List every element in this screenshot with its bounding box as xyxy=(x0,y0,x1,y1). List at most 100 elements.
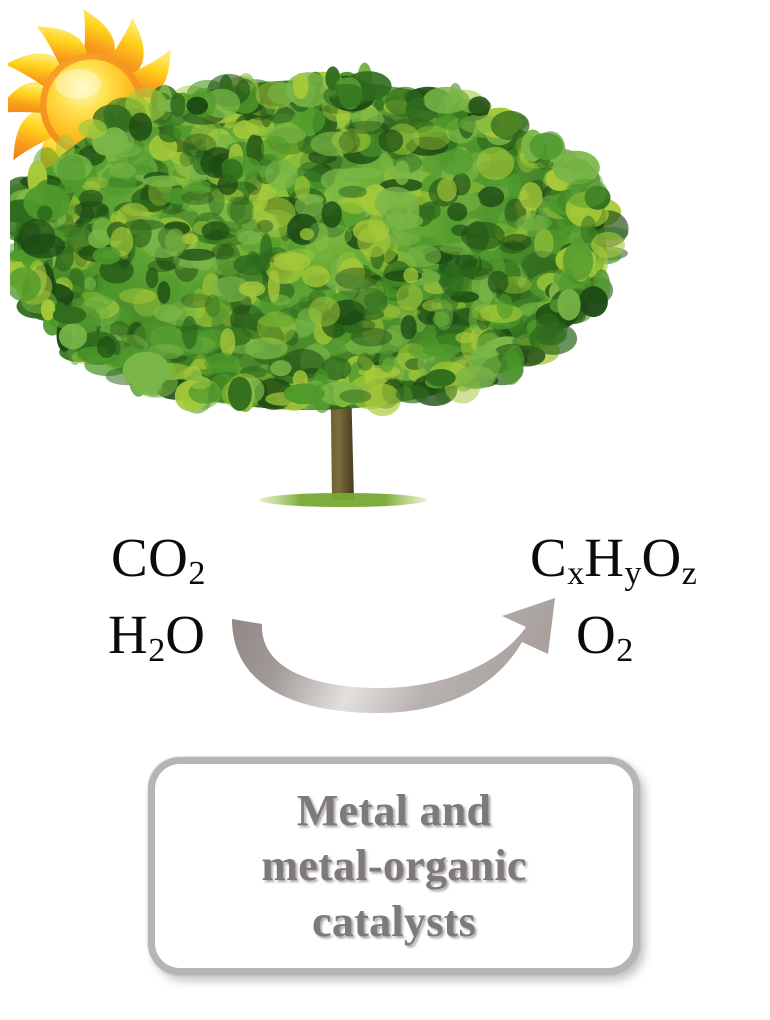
leaf-cluster xyxy=(237,230,262,245)
leaf-cluster-edge xyxy=(578,286,608,318)
leaf-cluster xyxy=(210,276,252,303)
leaf-cluster-edge xyxy=(385,86,425,117)
leaf-cluster xyxy=(190,121,219,151)
leaf-cluster xyxy=(487,270,509,294)
leaf-cluster xyxy=(261,135,290,162)
leaf-cluster-edge xyxy=(58,323,88,350)
leaf-cluster-edge xyxy=(591,231,625,259)
leaf-cluster xyxy=(260,233,273,266)
leaf-cluster xyxy=(58,226,91,240)
leaf-cluster xyxy=(514,214,552,232)
leaf-cluster xyxy=(447,202,468,222)
leaf-cluster xyxy=(166,301,199,321)
leaf-cluster xyxy=(211,244,235,260)
leaf-cluster-edge xyxy=(364,383,401,417)
leaf-cluster xyxy=(344,120,389,135)
leaf-cluster xyxy=(343,322,364,334)
leaf-cluster-edge xyxy=(128,112,153,141)
co2-subscript: 2 xyxy=(188,555,206,593)
leaf-cluster xyxy=(357,352,374,371)
leaf-cluster xyxy=(300,243,335,263)
leaf-cluster xyxy=(165,228,186,257)
leaf-cluster xyxy=(374,186,416,219)
leaf-cluster xyxy=(321,356,352,381)
sun-ray xyxy=(8,82,49,114)
leaf-cluster xyxy=(460,221,505,250)
leaf-cluster xyxy=(406,245,442,267)
leaf-cluster xyxy=(173,123,186,141)
leaf-cluster xyxy=(400,315,417,340)
leaf-cluster-edge xyxy=(170,92,186,117)
leaf-cluster xyxy=(145,267,159,289)
leaf-cluster-edge xyxy=(562,242,594,281)
leaf-cluster-edge xyxy=(529,322,578,355)
leaf-cluster xyxy=(361,313,384,345)
leaf-cluster xyxy=(129,219,152,248)
leaf-cluster xyxy=(324,273,365,291)
leaf-cluster xyxy=(378,350,395,373)
catalyst-box-text: Metal and metal-organic catalysts xyxy=(247,783,540,949)
o2-base: O xyxy=(576,604,617,665)
cxhyoz-z: z xyxy=(681,555,697,593)
label-o2: O2 xyxy=(576,607,633,671)
leaf-cluster xyxy=(450,291,480,303)
leaf-cluster xyxy=(338,131,361,153)
leaf-cluster-edge xyxy=(97,336,116,358)
leaf-cluster-edge xyxy=(186,96,208,115)
leaf-cluster xyxy=(378,129,404,153)
leaf-cluster xyxy=(434,299,454,331)
cxhyoz-h: H xyxy=(584,527,625,588)
leaf-cluster xyxy=(226,196,246,222)
leaf-cluster xyxy=(299,228,314,241)
tree-icon xyxy=(10,62,629,507)
leaf-cluster xyxy=(238,281,266,297)
cxhyoz-x: x xyxy=(567,555,585,593)
leaf-cluster xyxy=(384,212,424,229)
leaf-cluster xyxy=(204,352,239,374)
leaf-cluster-edge xyxy=(78,119,107,139)
leaf-cluster xyxy=(182,133,217,158)
leaf-cluster xyxy=(204,294,221,317)
tree-canopy xyxy=(10,62,629,417)
leaf-cluster xyxy=(256,311,296,345)
leaf-cluster-edge xyxy=(529,132,564,161)
leaf-cluster-edge xyxy=(228,376,252,411)
leaf-cluster xyxy=(109,321,130,339)
leaf-cluster-edge xyxy=(468,96,491,117)
leaf-cluster xyxy=(206,295,232,322)
catalyst-line-1: Metal and xyxy=(296,785,492,835)
catalyst-box: Metal and metal-organic catalysts xyxy=(148,757,640,975)
leaf-cluster xyxy=(122,311,135,325)
leaf-cluster xyxy=(534,238,553,258)
leaf-cluster xyxy=(143,175,185,187)
label-co2: CO2 xyxy=(111,530,205,594)
leaf-cluster xyxy=(403,267,419,284)
leaf-cluster-edge xyxy=(500,349,522,385)
leaf-cluster xyxy=(413,125,451,150)
leaf-cluster-edge xyxy=(580,215,597,244)
leaf-cluster-edge xyxy=(395,385,430,404)
cxhyoz-c: C xyxy=(530,527,568,588)
leaf-cluster xyxy=(179,151,194,167)
leaf-cluster xyxy=(85,176,109,189)
leaf-cluster-edge xyxy=(37,205,53,222)
leaf-cluster xyxy=(80,295,121,326)
leaf-cluster xyxy=(157,281,171,304)
leaf-cluster xyxy=(285,329,299,346)
label-cxhyoz: CxHyOz xyxy=(530,530,697,594)
leaf-cluster xyxy=(407,340,441,360)
leaf-cluster-edge xyxy=(10,243,23,263)
leaf-cluster-edge xyxy=(23,184,70,222)
leaf-cluster xyxy=(181,315,198,350)
catalyst-line-3: catalysts xyxy=(311,896,476,946)
leaf-cluster xyxy=(393,160,410,186)
leaf-cluster xyxy=(504,198,527,228)
leaf-cluster xyxy=(201,221,230,241)
leaf-cluster xyxy=(514,162,540,174)
leaf-cluster xyxy=(83,277,97,291)
leaf-cluster xyxy=(180,293,213,309)
leaf-cluster xyxy=(379,152,393,173)
leaf-cluster xyxy=(233,254,271,276)
leaf-cluster xyxy=(534,228,554,258)
leaf-cluster xyxy=(331,128,371,153)
